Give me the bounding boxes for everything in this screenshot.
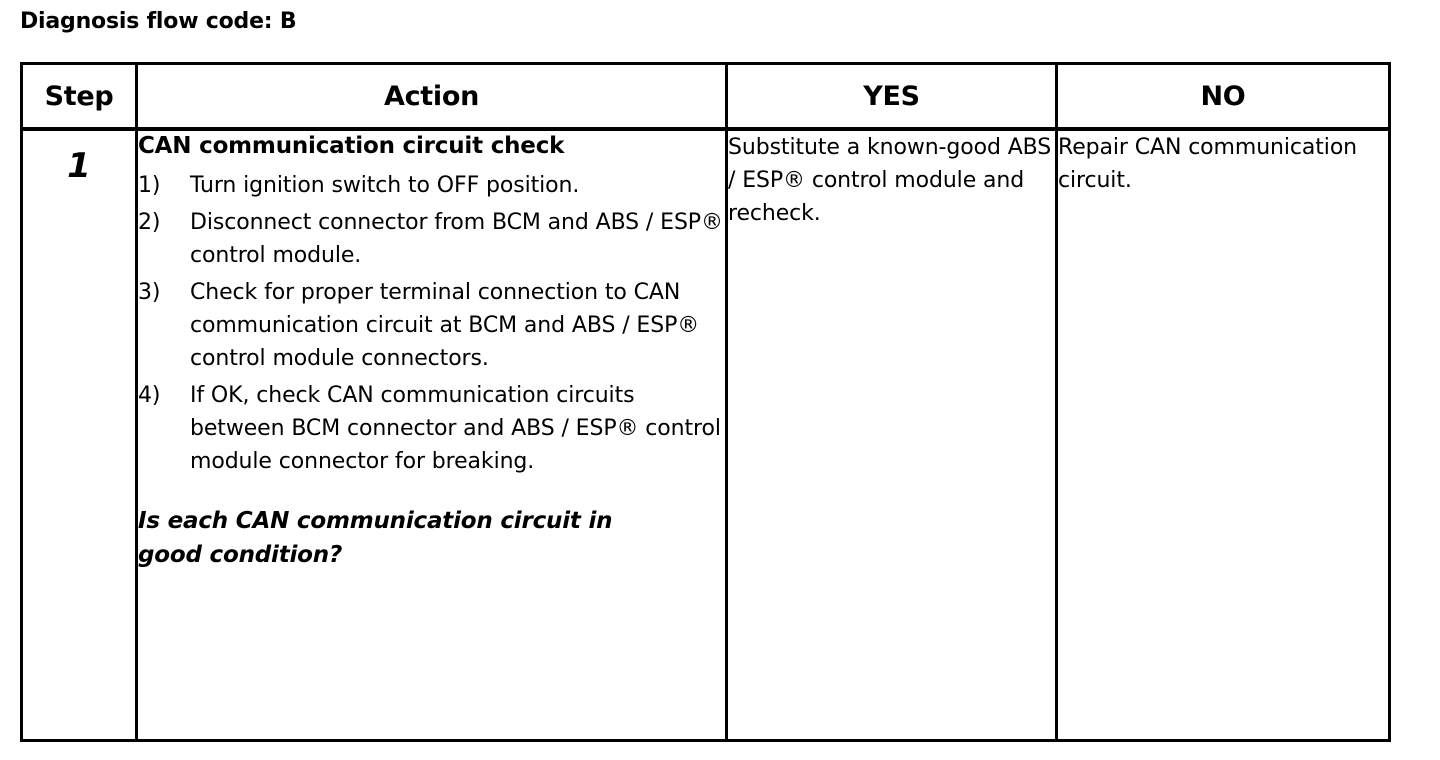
list-item-text: Disconnect connector from BCM and ABS / … <box>190 210 723 268</box>
yes-cell: Substitute a known-good ABS / ESP® contr… <box>725 127 1058 742</box>
yes-outcome-text: Substitute a known-good ABS / ESP® contr… <box>728 135 1052 226</box>
column-header-action: Action <box>135 62 728 131</box>
action-heading: CAN communication circuit check <box>138 133 565 159</box>
list-item-text: Turn ignition switch to OFF position. <box>190 173 580 198</box>
table-header-row: Step Action YES NO <box>20 62 1391 131</box>
step-cell: 1 <box>20 127 138 742</box>
action-cell: CAN communication circuit check 1) Turn … <box>135 127 728 742</box>
column-header-step: Step <box>20 62 138 131</box>
action-step-list: 1) Turn ignition switch to OFF position.… <box>138 169 725 478</box>
no-cell: Repair CAN communication circuit. <box>1055 127 1391 742</box>
table-row: 1 CAN communication circuit check 1) Tur… <box>20 127 1391 742</box>
column-header-yes: YES <box>725 62 1058 131</box>
action-question: Is each CAN communication circuit in goo… <box>138 508 613 568</box>
step-number: 1 <box>67 146 91 186</box>
list-item-marker: 3) <box>138 280 161 305</box>
no-outcome-text: Repair CAN communication circuit. <box>1058 135 1358 193</box>
list-item: 4) If OK, check CAN communication circui… <box>138 379 725 478</box>
list-item: 2) Disconnect connector from BCM and ABS… <box>138 206 725 272</box>
diagnosis-flow-table: Step Action YES NO 1 CAN communication c… <box>20 62 1391 742</box>
list-item-text: If OK, check CAN communication circuits … <box>190 383 721 474</box>
list-item-marker: 4) <box>138 383 161 408</box>
list-item-text: Check for proper terminal connection to … <box>190 280 700 371</box>
column-header-no: NO <box>1055 62 1391 131</box>
list-item-marker: 2) <box>138 210 161 235</box>
list-item: 1) Turn ignition switch to OFF position. <box>138 169 725 202</box>
page-title: Diagnosis flow code: B <box>20 9 297 34</box>
list-item: 3) Check for proper terminal connection … <box>138 276 725 375</box>
list-item-marker: 1) <box>138 173 161 198</box>
